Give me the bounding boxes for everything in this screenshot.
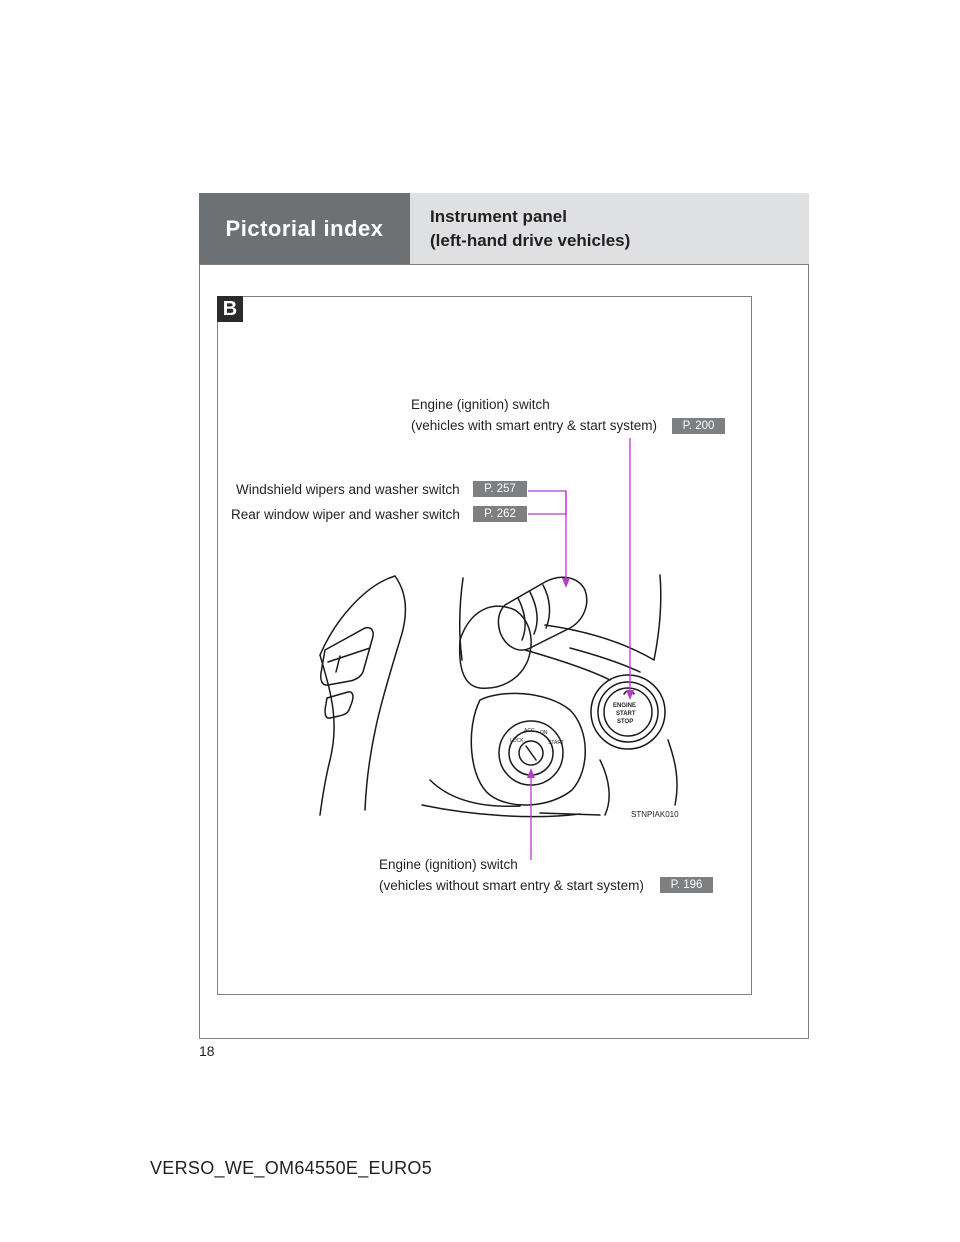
- title-line-2: (left-hand drive vehicles): [430, 231, 631, 250]
- page-ref-engine-smart[interactable]: P. 200: [672, 418, 725, 434]
- start-button-text-3: STOP: [617, 719, 634, 725]
- figure-frame: [217, 296, 752, 995]
- page-title: Instrument panel (left-hand drive vehicl…: [410, 193, 809, 265]
- section-badge: B: [217, 296, 243, 322]
- page-ref-windshield[interactable]: P. 257: [473, 481, 527, 497]
- page-ref-rear-wiper[interactable]: P. 262: [473, 506, 527, 522]
- document-code: VERSO_WE_OM64550E_EURO5: [150, 1158, 433, 1178]
- callout-engine-key-line2: (vehicles without smart entry & start sy…: [379, 878, 644, 893]
- header-divider: [199, 264, 809, 265]
- callout-engine-smart-line1: Engine (ignition) switch: [411, 397, 550, 412]
- start-button-text-1: ENGINE: [613, 703, 637, 709]
- section-tab: Pictorial index: [199, 193, 410, 265]
- page-ref-engine-key[interactable]: P. 196: [660, 877, 713, 893]
- callout-rear-wiper: Rear window wiper and washer switch: [231, 507, 460, 522]
- callout-engine-smart-line2: (vehicles with smart entry & start syste…: [411, 418, 658, 433]
- key-position-start: START: [548, 740, 564, 746]
- callout-engine-key-line1: Engine (ignition) switch: [379, 857, 518, 872]
- start-button-text-2: START: [616, 711, 636, 717]
- illustration-code: STNPIAK010: [631, 810, 679, 819]
- callout-windshield: Windshield wipers and washer switch: [236, 482, 460, 497]
- key-position-acc: ACC: [524, 728, 535, 734]
- title-line-1: Instrument panel: [430, 207, 567, 226]
- key-position-on: ON: [540, 730, 548, 736]
- page-number: 18: [199, 1043, 215, 1059]
- key-position-lock: LOCK: [510, 738, 524, 744]
